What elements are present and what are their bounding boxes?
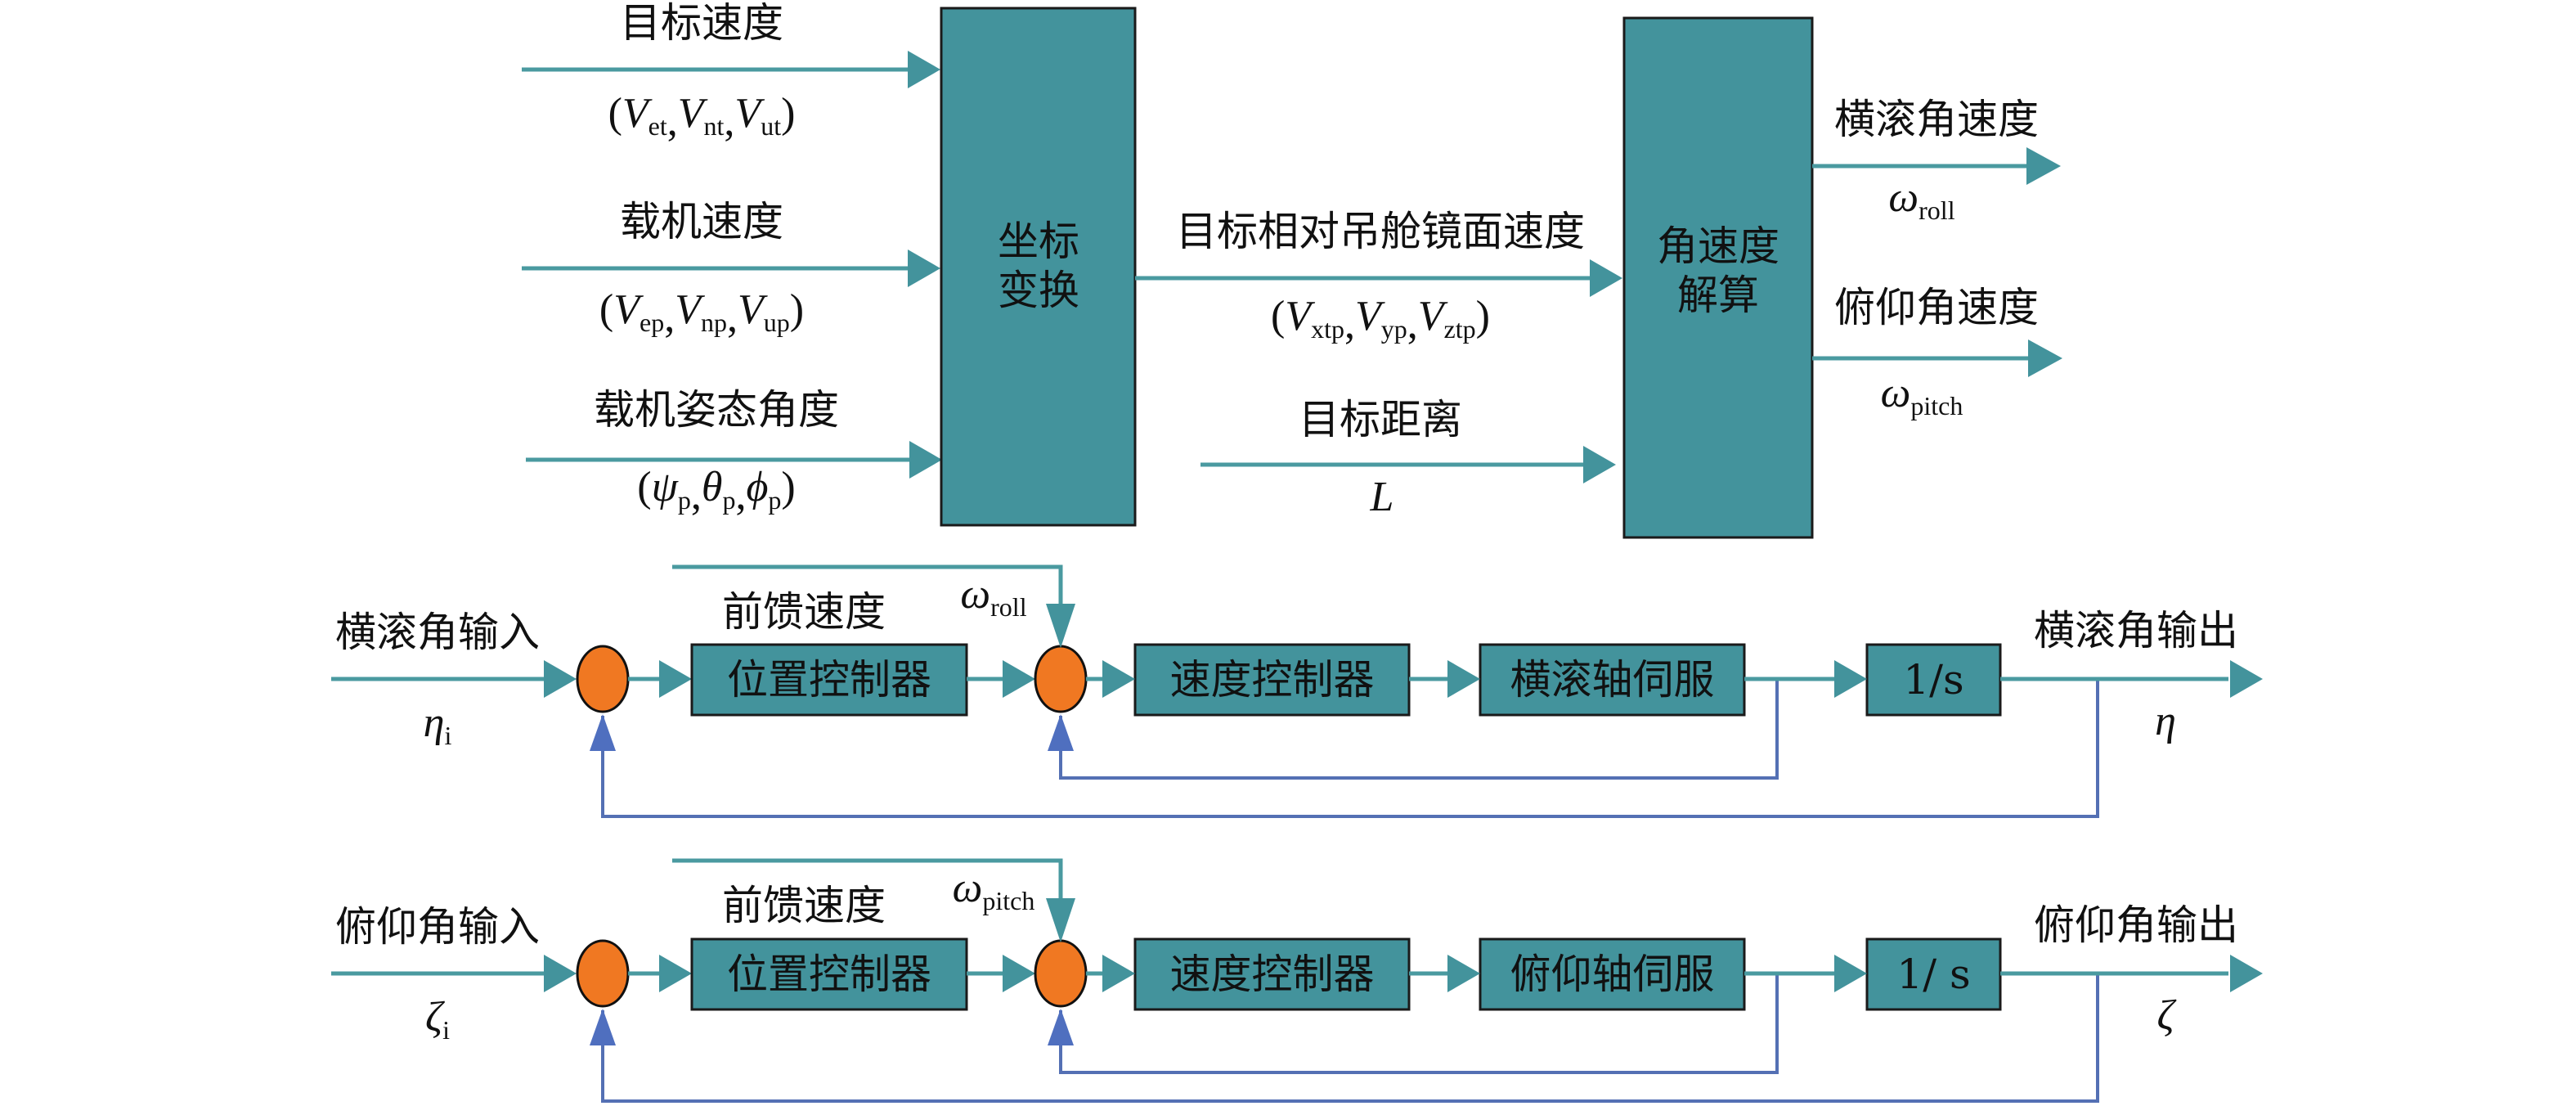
- feedforward-symbol: ωpitch: [953, 865, 1035, 915]
- integrator-block: 1/s: [1865, 643, 2002, 717]
- label-target-distance: 目标距离: [1299, 396, 1462, 443]
- input-arrow-aircraft-attitude: [526, 441, 942, 479]
- loop-roll: 横滚角输入 ηi 位置控制器 速度控制器 横滚轴伺服 1/s 横滚角输出 η 前馈速度 ωroll: [331, 564, 2263, 818]
- arrowhead: [659, 955, 692, 992]
- output-arrow-roll-rate: [1812, 147, 2061, 185]
- output-arrow-pitch-rate: [1812, 339, 2062, 377]
- axis-servo-block-label: 横滚轴伺服: [1510, 656, 1715, 704]
- symbol-roll-rate: ωroll: [1888, 174, 1954, 225]
- arrowhead: [1834, 660, 1867, 698]
- loop-input-symbol: ζi: [425, 994, 450, 1045]
- arrowhead: [1102, 955, 1135, 992]
- arrow-target-distance: [1200, 446, 1616, 483]
- arrowhead: [1102, 660, 1135, 698]
- loop-input-label: 俯仰角输入: [335, 903, 540, 951]
- arrow-relative-velocity: [1135, 259, 1622, 297]
- arrowhead: [659, 660, 692, 698]
- top-diagram: 目标速度 (Vet,Vnt,Vut) 载机速度 (Vep,Vnp,Vup) 载机…: [522, 0, 2062, 539]
- label-pitch-rate: 俯仰角速度: [1834, 284, 2039, 331]
- position-controller-block-label: 位置控制器: [727, 656, 931, 704]
- velocity-controller-block-label: 速度控制器: [1170, 656, 1375, 704]
- loop-output-label: 横滚角输出: [2034, 607, 2238, 654]
- symbol-target-distance: L: [1370, 474, 1394, 520]
- inner-feedback-arrowhead: [1048, 1009, 1074, 1045]
- loop-input-symbol: ηi: [424, 699, 452, 750]
- inner-feedback-arrowhead: [1048, 714, 1074, 751]
- loop-output-symbol: η: [2155, 698, 2176, 744]
- summing-junction-1: [576, 645, 630, 713]
- feedforward-label: 前馈速度: [722, 882, 886, 929]
- arrowhead: [1834, 955, 1867, 992]
- arrowhead: [1447, 660, 1480, 698]
- loop-input-label: 横滚角输入: [335, 609, 540, 656]
- input-arrowhead: [544, 955, 577, 992]
- label-aircraft-attitude: 载机姿态角度: [594, 386, 839, 434]
- arrowhead: [1003, 955, 1035, 992]
- summing-junction-1: [576, 939, 630, 1008]
- feedforward-arrowhead: [1046, 604, 1075, 648]
- loop-pitch: 俯仰角输入 ζi 位置控制器 速度控制器 俯仰轴伺服 1/ s 俯仰角输出 ζ 前馈速度 ωpit…: [331, 858, 2263, 1103]
- symbol-aircraft-attitude: (ψp,θp,ϕp): [637, 464, 795, 519]
- label-aircraft-velocity: 载机速度: [620, 198, 783, 245]
- angular-rate-solver-block: 角速度 解算: [1622, 16, 1814, 539]
- symbol-relative-velocity: (Vxtp,Vyp,Vztp): [1271, 293, 1490, 348]
- symbol-aircraft-velocity: (Vep,Vnp,Vup): [599, 286, 804, 341]
- outer-feedback-arrowhead: [590, 1009, 616, 1045]
- integrator-block-label: 1/s: [1903, 656, 1963, 704]
- outer-feedback-line: [601, 973, 2099, 1103]
- axis-servo-block: 俯仰轴伺服: [1479, 937, 1746, 1011]
- arrowhead: [1003, 660, 1035, 698]
- integrator-block-label: 1/ s: [1896, 951, 1970, 998]
- input-arrowhead: [544, 660, 577, 698]
- arrowhead: [1447, 955, 1480, 992]
- velocity-controller-block: 速度控制器: [1133, 937, 1411, 1011]
- outer-feedback-line: [601, 679, 2099, 818]
- summing-junction-2: [1034, 939, 1088, 1008]
- summing-junction-2: [1034, 645, 1088, 713]
- feedforward-line: [672, 564, 1063, 605]
- coordinate-transform-line1: 坐标: [998, 218, 1079, 265]
- velocity-controller-block-label: 速度控制器: [1170, 951, 1375, 998]
- position-controller-block: 位置控制器: [690, 937, 968, 1011]
- axis-servo-block-label: 俯仰轴伺服: [1510, 951, 1715, 998]
- feedforward-symbol: ωroll: [960, 571, 1026, 622]
- label-roll-rate: 横滚角速度: [1834, 96, 2039, 143]
- angular-rate-solver-line1: 角速度: [1657, 223, 1779, 270]
- angular-rate-solver-line2: 解算: [1677, 272, 1759, 319]
- position-controller-block-label: 位置控制器: [727, 951, 931, 998]
- axis-servo-block: 横滚轴伺服: [1479, 643, 1746, 717]
- output-arrowhead: [2230, 660, 2263, 698]
- feedforward-line: [672, 858, 1063, 900]
- label-relative-velocity: 目标相对吊舱镜面速度: [1176, 208, 1585, 255]
- symbol-pitch-rate: ωpitch: [1881, 370, 1963, 420]
- output-arrowhead: [2230, 955, 2263, 992]
- feedforward-arrowhead: [1046, 898, 1075, 942]
- coordinate-transform-block: 坐标 变换: [940, 7, 1137, 527]
- label-target-velocity: 目标速度: [620, 0, 783, 47]
- feedforward-label: 前馈速度: [722, 588, 886, 636]
- loop-output-symbol: ζ: [2156, 992, 2176, 1039]
- input-arrow-aircraft-velocity: [522, 250, 940, 287]
- integrator-block: 1/ s: [1865, 937, 2002, 1011]
- loop-output-label: 俯仰角输出: [2034, 901, 2238, 949]
- symbol-target-velocity: (Vet,Vnt,Vut): [608, 90, 796, 145]
- outer-feedback-arrowhead: [590, 714, 616, 751]
- input-arrow-target-velocity: [522, 51, 940, 88]
- position-controller-block: 位置控制器: [690, 643, 968, 717]
- coordinate-transform-line2: 变换: [998, 267, 1079, 314]
- velocity-controller-block: 速度控制器: [1133, 643, 1411, 717]
